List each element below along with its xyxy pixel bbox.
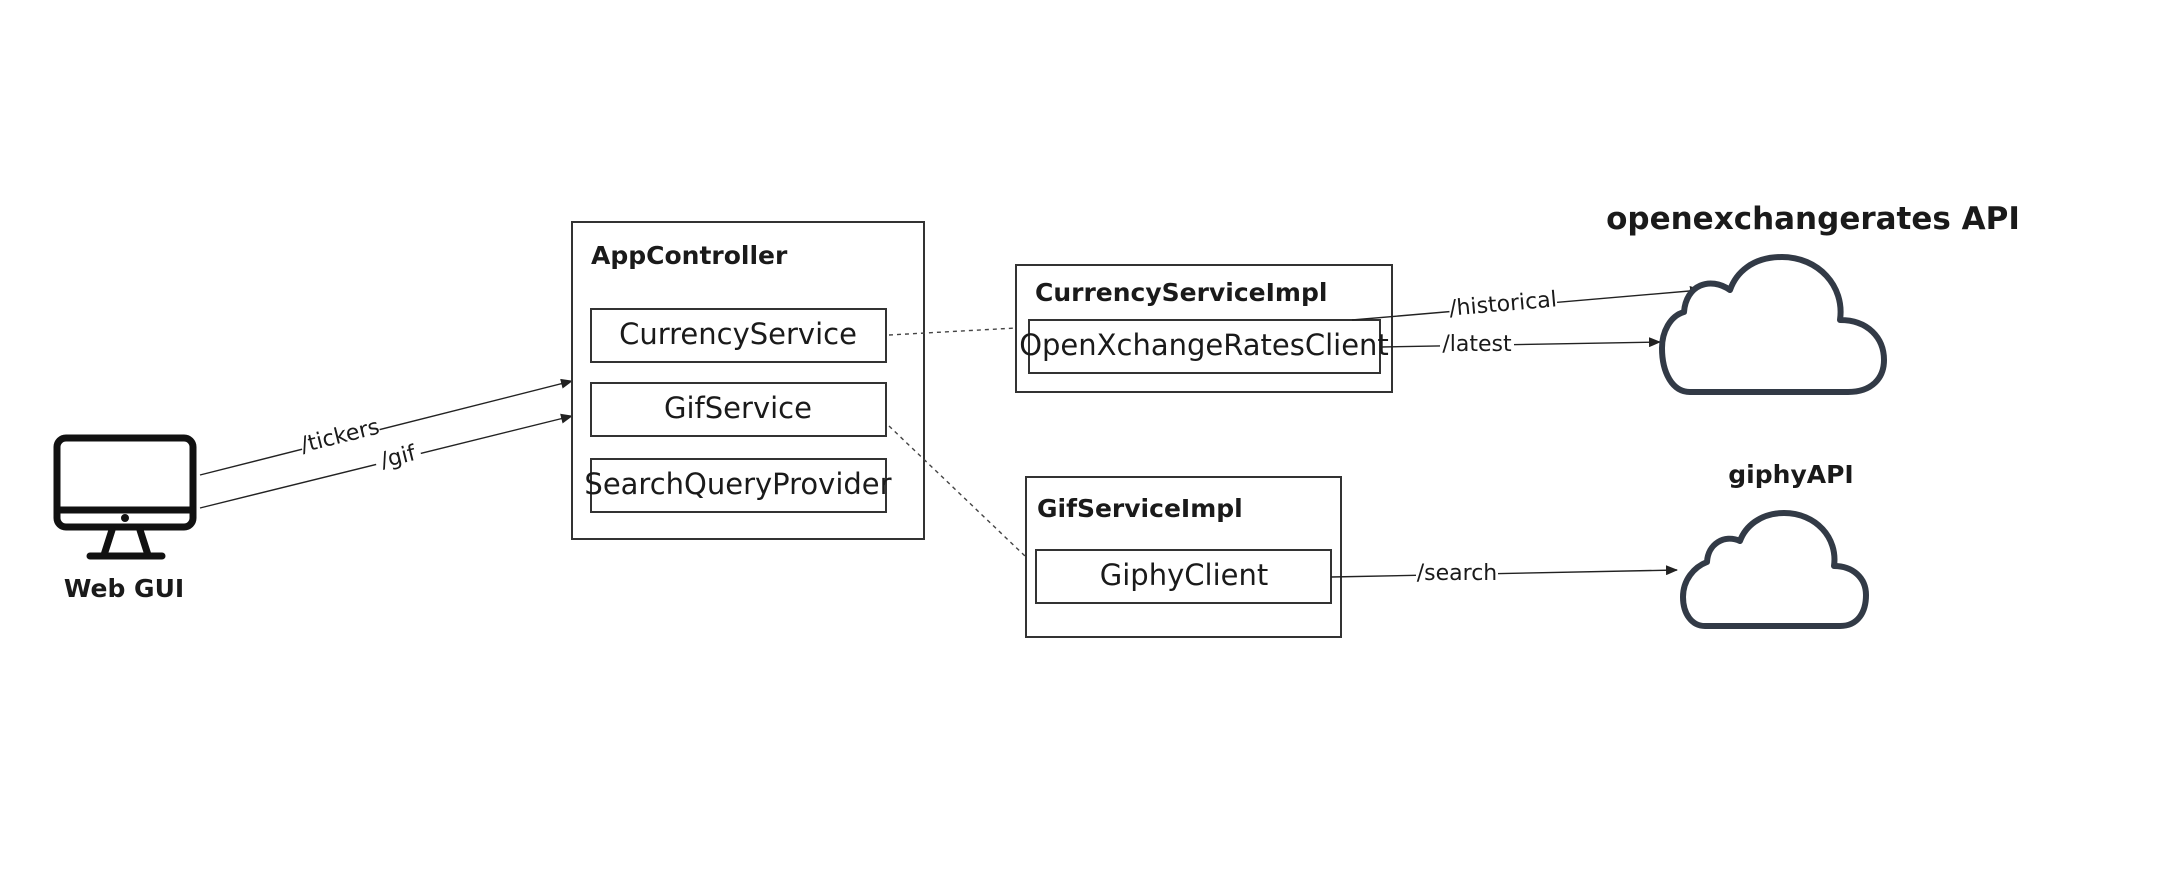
- edge-latest-label: /latest: [1442, 332, 1512, 357]
- edge-tickers-label: /tickers: [298, 415, 382, 459]
- openexchangerates-api-node: openexchangerates API: [1606, 201, 2020, 395]
- web-gui-label: Web GUI: [64, 574, 184, 603]
- gif-service-impl-box: GifServiceImpl GiphyClient: [1025, 476, 1342, 638]
- cloud-icon: [1680, 510, 1869, 629]
- giphy-api-title: giphyAPI: [1728, 460, 1853, 489]
- edge-search-label: /search: [1417, 561, 1498, 586]
- cloud-icon: [1659, 254, 1887, 395]
- openxchangerates-client-component: OpenXchangeRatesClient: [1019, 319, 1389, 374]
- giphy-client-component: GiphyClient: [1035, 549, 1332, 604]
- openxchangerates-client-label: OpenXchangeRatesClient: [1019, 328, 1389, 362]
- web-gui-node: Web GUI: [53, 434, 197, 603]
- gif-service-impl-title: GifServiceImpl: [1037, 494, 1243, 523]
- openexchangerates-api-title: openexchangerates API: [1606, 201, 2020, 237]
- edge-historical-label: /historical: [1448, 287, 1558, 321]
- search-query-provider-component: SearchQueryProvider: [584, 458, 892, 513]
- monitor-icon: [53, 434, 197, 560]
- gif-service-component: GifService: [590, 382, 887, 437]
- edge-search: /search: [1330, 561, 1678, 586]
- giphy-client-label: GiphyClient: [1100, 558, 1268, 592]
- currency-service-impl-box: CurrencyServiceImpl OpenXchangeRatesClie…: [1015, 264, 1393, 393]
- edge-gif-label: /gif: [378, 441, 419, 474]
- edge-gif: /gif: [199, 413, 573, 509]
- app-controller-title: AppController: [591, 241, 788, 270]
- edge-latest: /latest: [1380, 332, 1661, 357]
- app-controller-box: AppController CurrencyService GifService…: [571, 221, 925, 540]
- search-query-provider-label: SearchQueryProvider: [584, 467, 891, 501]
- giphy-api-node: giphyAPI: [1680, 460, 1869, 629]
- currency-service-component: CurrencyService: [590, 308, 887, 363]
- gif-service-label: GifService: [664, 391, 812, 425]
- currency-impl-link: [888, 327, 1017, 336]
- currency-service-label: CurrencyService: [619, 317, 857, 351]
- currency-service-impl-title: CurrencyServiceImpl: [1035, 278, 1327, 307]
- edge-historical: /historical: [1351, 285, 1702, 322]
